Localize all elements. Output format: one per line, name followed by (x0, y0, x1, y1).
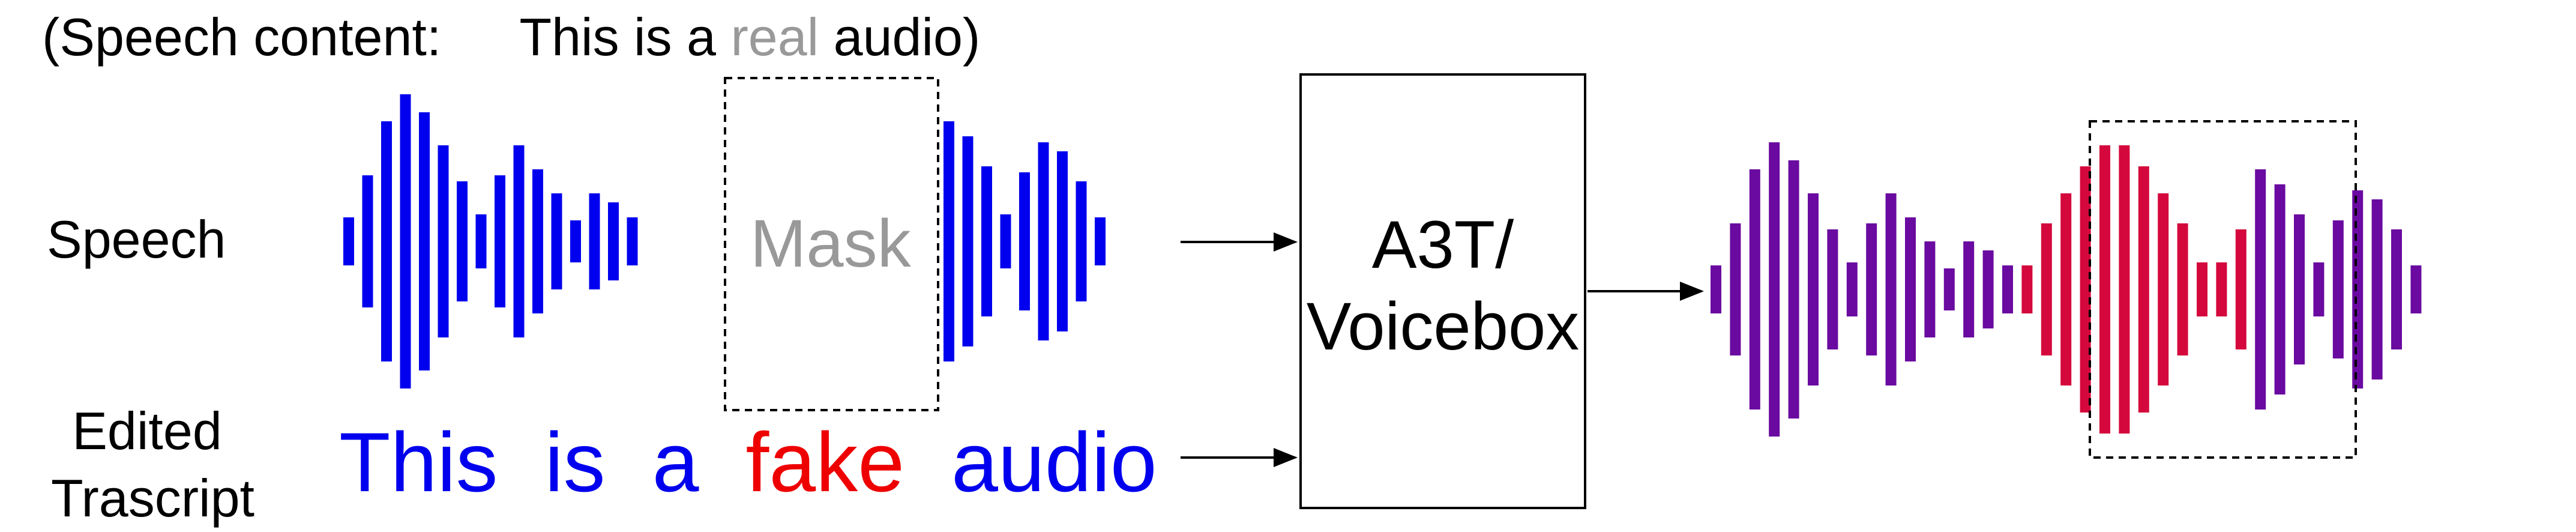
transcript-word: is (544, 415, 606, 509)
waveform-bar (2255, 169, 2266, 410)
waveform-bar (1057, 151, 1068, 331)
input-waveform (343, 94, 1106, 388)
waveform-bar (532, 169, 543, 313)
model-box (1299, 73, 1586, 509)
waveform-bar (2274, 184, 2286, 394)
waveform-bar (2158, 193, 2169, 385)
caption-word-2: is (634, 7, 672, 67)
waveform-bar (1019, 172, 1030, 310)
waveform-bar (1730, 223, 1741, 355)
waveform-bar (1905, 217, 1916, 361)
waveform-bar (1076, 181, 1087, 301)
waveform-bar (2235, 229, 2246, 349)
waveform-bar (1982, 250, 1994, 328)
waveform-bar (589, 193, 600, 289)
waveform-bar (1827, 229, 1838, 349)
mask-label: Mask (750, 206, 911, 281)
waveform-bar (2002, 265, 2013, 313)
edited-label-line-1: Edited (72, 401, 222, 461)
waveform-bar (2119, 145, 2130, 434)
transcript-word: a (652, 415, 699, 509)
waveform-bar (2332, 220, 2344, 358)
waveform-bar (2294, 214, 2305, 364)
waveform-bar (1769, 142, 1780, 437)
waveform-bar (1711, 265, 1721, 313)
waveform-bar (2138, 166, 2149, 413)
speech-row-label: Speech (47, 210, 226, 269)
waveform-bar (1749, 169, 1760, 410)
waveform-bar (1000, 214, 1011, 268)
transcript-word: This (339, 415, 498, 509)
waveform-bar (2060, 193, 2072, 385)
edited-label-line-2: Trascript (51, 468, 254, 528)
caption-highlight-word: real (730, 7, 819, 67)
caption-prefix: (Speech content: (42, 7, 442, 67)
waveform-bar (1885, 193, 1897, 385)
waveform-bar (981, 166, 992, 316)
waveform-bar (2041, 223, 2052, 355)
waveform-bar (1846, 262, 1858, 316)
waveform-bar (627, 217, 638, 265)
waveform-bar (381, 121, 392, 361)
waveform-bar (962, 136, 974, 346)
waveform-bar (513, 145, 525, 337)
waveform-bar (1095, 217, 1106, 265)
caption-word-3: a (687, 7, 716, 67)
waveform-bar (2216, 262, 2227, 316)
model-label-line-2: Voicebox (1306, 289, 1580, 364)
output-waveform (1711, 142, 2422, 437)
transcript-word: audio (951, 415, 1157, 509)
waveform-bar (943, 121, 954, 361)
waveform-bar (1808, 193, 1819, 385)
waveform-bar (475, 214, 487, 268)
waveform-bar (1038, 142, 1049, 340)
edited-region-box (2089, 120, 2357, 459)
waveform-bar (495, 175, 505, 307)
speech-content-caption: (Speech content:This is a real audio) (42, 11, 980, 64)
edited-transcript-label: Edited Trascript (51, 397, 254, 532)
waveform-bar (1943, 268, 1955, 310)
waveform-bar (1866, 223, 1877, 355)
transcript-word-edited: fake (745, 415, 905, 509)
waveform-bar (362, 175, 373, 307)
mask-region-box (724, 77, 939, 411)
waveform-bar (570, 220, 581, 262)
waveform-bar (2410, 265, 2422, 313)
waveform-bar (1924, 241, 1936, 337)
waveform-bar (1963, 241, 1975, 337)
waveform-bar (1788, 160, 1799, 419)
waveform-bar (438, 145, 449, 337)
waveform-bar (2099, 145, 2110, 434)
waveform-bar (2352, 190, 2364, 388)
caption-suffix: audio) (833, 7, 981, 67)
waveform-bar (608, 202, 619, 280)
model-label-line-1: A3T/ (1371, 207, 1514, 282)
caption-word-1: This (519, 7, 619, 67)
waveform-bar (2177, 223, 2188, 355)
waveform-bar (2313, 262, 2325, 316)
waveform-bar (457, 181, 468, 301)
waveform-bar (2080, 166, 2091, 413)
waveform-bar (419, 112, 430, 370)
waveform-bar (551, 193, 562, 289)
waveform-bar (2391, 229, 2402, 349)
waveform-bar (2197, 262, 2207, 316)
waveform-bar (343, 217, 354, 265)
waveform-bar (2371, 199, 2383, 379)
waveform-bar (400, 94, 411, 388)
model-label: A3T/ Voicebox (1299, 204, 1586, 367)
waveform-bar (2021, 265, 2033, 313)
